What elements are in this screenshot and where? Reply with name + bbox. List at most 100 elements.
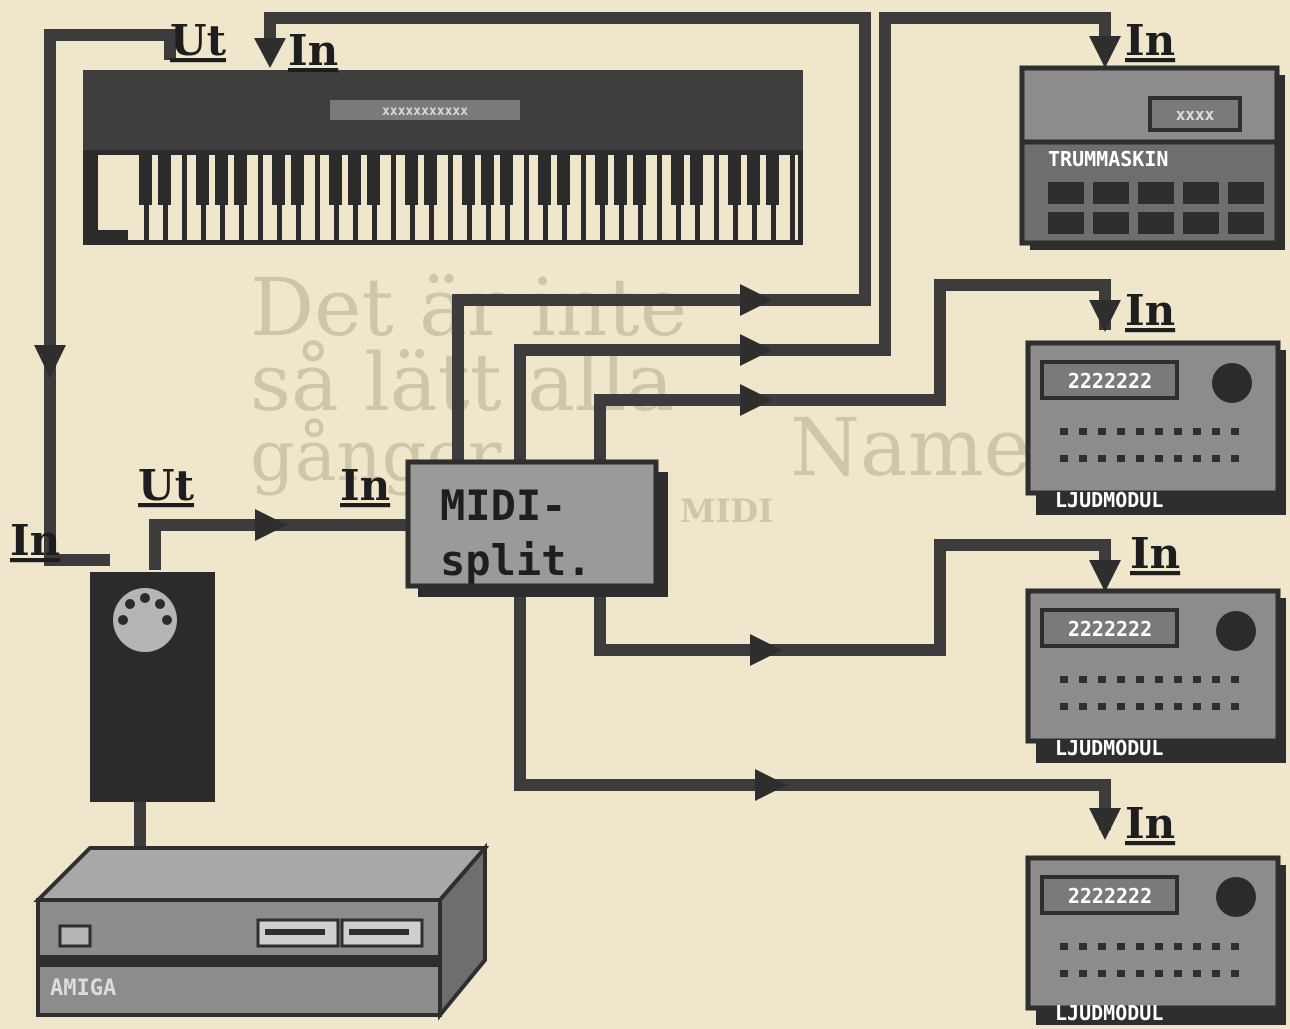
arrow-right-3 bbox=[740, 384, 772, 416]
module-led bbox=[1079, 703, 1087, 710]
label-module-3-in: In bbox=[1125, 799, 1175, 848]
module-led bbox=[1136, 943, 1144, 950]
keyboard: xxxxxxxxxxx bbox=[83, 70, 803, 245]
module-indicator-dots bbox=[1060, 428, 1239, 977]
arrow-right-splitter-in bbox=[255, 509, 287, 541]
amiga-power-led bbox=[58, 924, 92, 948]
module-led bbox=[1193, 970, 1201, 977]
black-key bbox=[272, 155, 285, 205]
cable-arrows bbox=[34, 36, 1121, 840]
module-led bbox=[1174, 703, 1182, 710]
black-key bbox=[614, 155, 627, 205]
module-led bbox=[1117, 703, 1125, 710]
module-led bbox=[1231, 970, 1239, 977]
drum-machine-pads bbox=[1048, 182, 1264, 234]
black-key bbox=[348, 155, 361, 205]
module-led bbox=[1079, 455, 1087, 462]
module-led bbox=[1098, 943, 1106, 950]
port-labels: Ut In In In In In Ut In In bbox=[10, 16, 1180, 848]
module-led bbox=[1155, 943, 1163, 950]
drum-machine-label: TRUMMASKIN bbox=[1048, 147, 1168, 171]
keyboard-display-text: xxxxxxxxxxx bbox=[382, 104, 468, 119]
white-key-divider bbox=[391, 155, 396, 240]
module-led bbox=[1098, 676, 1106, 683]
module-led bbox=[1174, 455, 1182, 462]
drum-pad bbox=[1048, 212, 1084, 234]
bg-heading-fragment: Name bbox=[790, 401, 1031, 494]
cable-to-module-1 bbox=[594, 279, 1111, 470]
label-drum-in: In bbox=[1125, 16, 1175, 65]
module-led bbox=[1212, 970, 1220, 977]
cable-to-module-2 bbox=[594, 539, 1111, 656]
keyboard-left-gap bbox=[98, 155, 128, 230]
module-led bbox=[1060, 703, 1068, 710]
arrow-right-5 bbox=[755, 769, 787, 801]
white-key-divider bbox=[581, 155, 586, 240]
module-led bbox=[1212, 943, 1220, 950]
black-key bbox=[158, 155, 171, 205]
black-key bbox=[747, 155, 760, 205]
bg-headline-1: Det är inte bbox=[250, 261, 687, 354]
drum-machine-display bbox=[1148, 96, 1242, 132]
arrow-down-module-1 bbox=[1089, 300, 1121, 332]
black-key bbox=[633, 155, 646, 205]
black-key bbox=[728, 155, 741, 205]
arrow-right-2 bbox=[740, 334, 772, 366]
module-led bbox=[1193, 428, 1201, 435]
black-key bbox=[766, 155, 779, 205]
module-3-display bbox=[1040, 875, 1179, 915]
keyboard-keys bbox=[139, 155, 795, 240]
sound-modules: 2222222 LJUDMODUL 2222222 LJUDMODUL 2222… bbox=[1025, 340, 1286, 1025]
keyboard-display bbox=[330, 100, 520, 120]
module-1-knob bbox=[1212, 363, 1252, 403]
drum-pad bbox=[1048, 182, 1084, 204]
label-module-2-in: In bbox=[1130, 529, 1180, 578]
cable-to-drum-machine bbox=[514, 12, 1111, 470]
label-interface-in: In bbox=[10, 516, 60, 565]
module-led bbox=[1231, 943, 1239, 950]
cable-to-module-3 bbox=[514, 590, 1111, 830]
black-key bbox=[234, 155, 247, 205]
black-key bbox=[139, 155, 152, 205]
module-led bbox=[1155, 970, 1163, 977]
sound-module-1: 2222222 LJUDMODUL bbox=[1025, 340, 1286, 515]
midi-splitter: MIDI- split. bbox=[405, 459, 668, 597]
module-led bbox=[1060, 676, 1068, 683]
module-led bbox=[1231, 428, 1239, 435]
drum-pad bbox=[1138, 212, 1174, 234]
module-1-label: LJUDMODUL bbox=[1055, 488, 1163, 512]
module-led bbox=[1098, 455, 1106, 462]
black-key bbox=[557, 155, 570, 205]
module-2-knob bbox=[1216, 611, 1256, 651]
midi-interface bbox=[90, 572, 215, 802]
amiga-brand-label: AMIGA bbox=[50, 976, 116, 1001]
amiga-divider bbox=[38, 955, 440, 967]
module-2-display bbox=[1040, 608, 1179, 648]
module-led bbox=[1231, 703, 1239, 710]
module-led bbox=[1079, 676, 1087, 683]
module-led bbox=[1155, 676, 1163, 683]
module-1-display-text: 2222222 bbox=[1068, 369, 1152, 393]
black-key bbox=[481, 155, 494, 205]
module-led bbox=[1231, 455, 1239, 462]
black-key bbox=[690, 155, 703, 205]
arrow-down-keyboard-in bbox=[254, 38, 286, 68]
module-led bbox=[1136, 676, 1144, 683]
drum-pad bbox=[1138, 182, 1174, 204]
module-led bbox=[1136, 970, 1144, 977]
module-led bbox=[1117, 428, 1125, 435]
module-led bbox=[1136, 428, 1144, 435]
white-key-divider bbox=[714, 155, 719, 240]
module-led bbox=[1155, 455, 1163, 462]
bg-midi-fragment: MIDI bbox=[680, 492, 773, 530]
black-key bbox=[215, 155, 228, 205]
black-key bbox=[291, 155, 304, 205]
module-led bbox=[1136, 455, 1144, 462]
label-keyboard-ut: Ut bbox=[170, 16, 227, 65]
label-module-1-in: In bbox=[1125, 286, 1175, 335]
module-led bbox=[1193, 703, 1201, 710]
module-led bbox=[1212, 676, 1220, 683]
module-led bbox=[1193, 943, 1201, 950]
